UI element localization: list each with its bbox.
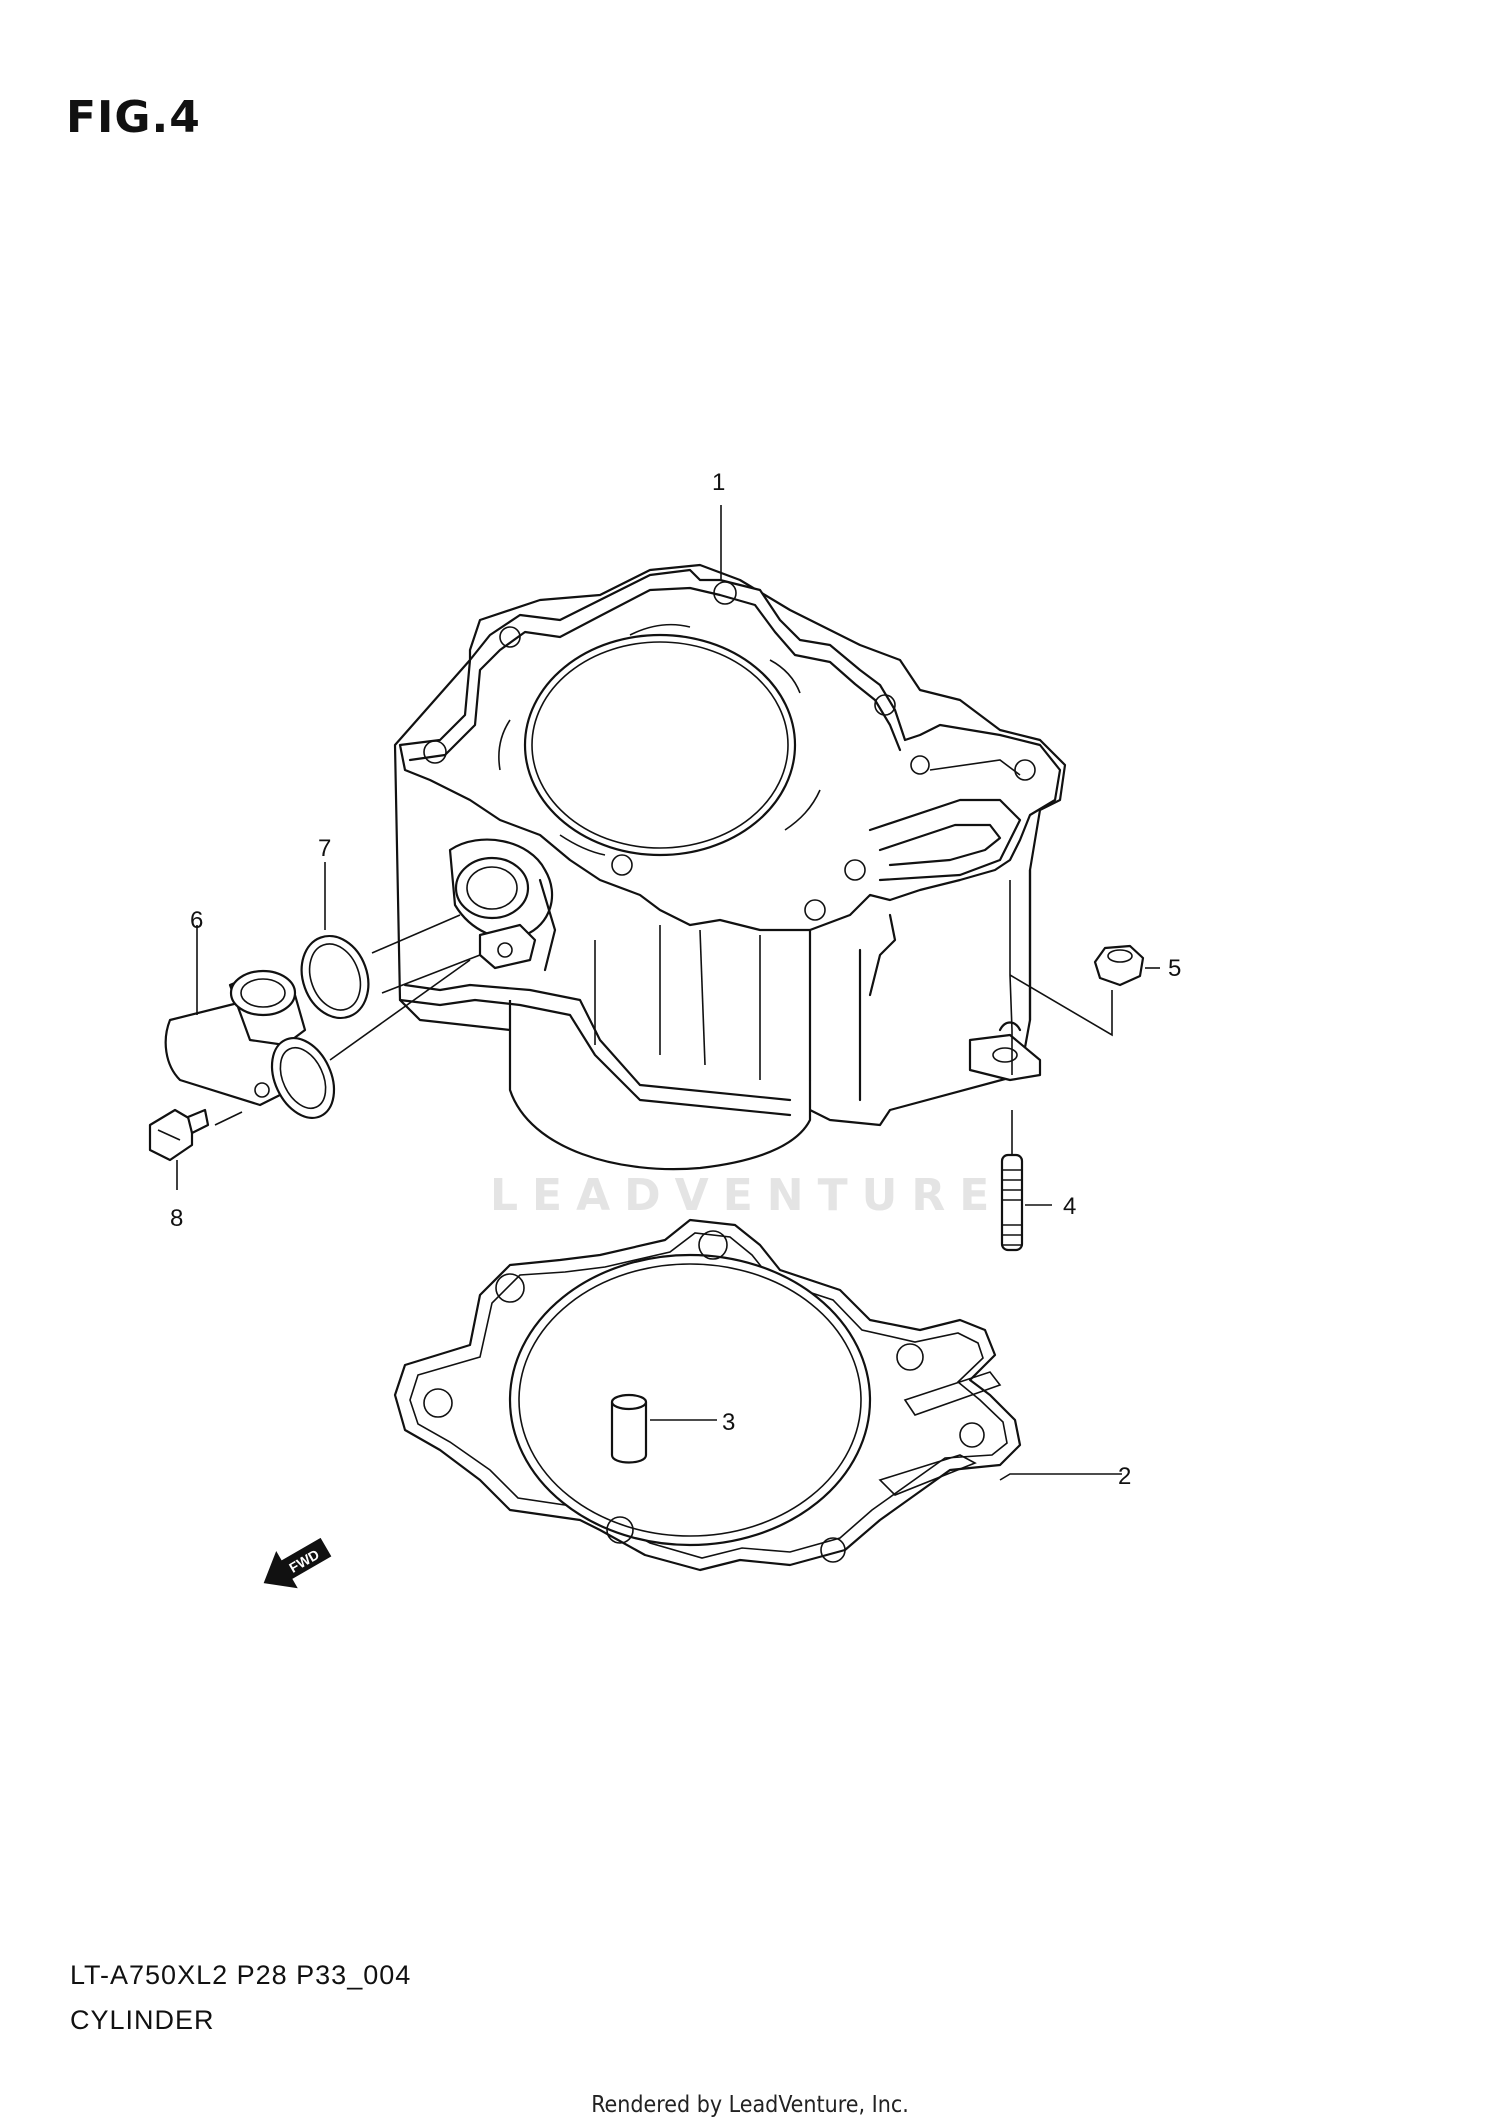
watermark-text: LEADVENTURE [490,1170,1003,1221]
dowel-pin-drawing [610,1393,648,1464]
figure-code: LT-A750XL2 P28 P33_004 [70,1960,412,1990]
cylinder-drawing [393,563,1067,1171]
footer-credit: Rendered by LeadVenture, Inc. [591,2092,909,2118]
bolt-drawing [148,1108,210,1162]
figure-name: CYLINDER [70,2005,215,2035]
o-ring-drawing [300,934,370,1020]
callout-5: 5 [1168,955,1181,982]
callout-2: 2 [1118,1463,1131,1490]
callout-numbers: 1 2 3 4 5 6 7 8 [170,469,1181,1490]
stud-bolt-drawing [1000,1153,1024,1252]
callout-6: 6 [190,907,203,934]
fwd-arrow-icon: FWD [263,1537,332,1589]
leader-lines [176,505,1160,1481]
callout-3: 3 [722,1409,735,1436]
callout-7: 7 [318,835,331,862]
water-inlet-pipe-drawing [164,969,336,1119]
callout-1: 1 [712,469,725,496]
callout-4: 4 [1063,1193,1076,1220]
nut-drawing [1093,944,1145,987]
cylinder-gasket-drawing [393,1218,1022,1572]
figure-title: FIG.4 [66,92,201,143]
callout-8: 8 [170,1205,183,1232]
